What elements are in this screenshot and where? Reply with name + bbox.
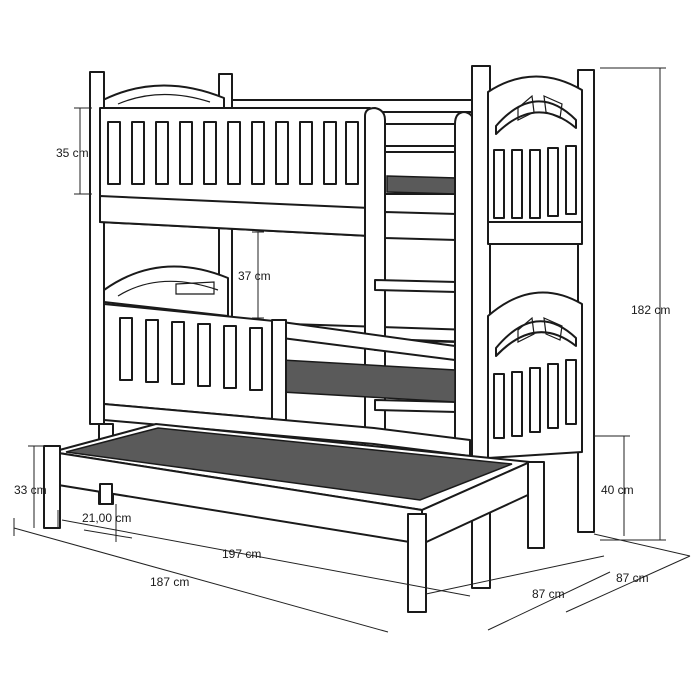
upper-slat bbox=[155, 121, 169, 185]
right-upper-slat bbox=[529, 149, 541, 219]
dim-bed-width: 87 cm bbox=[616, 571, 649, 585]
right-lower-slats bbox=[493, 359, 577, 439]
dim-upper-guard-height: 35 cm bbox=[56, 146, 89, 160]
ladder-top-board bbox=[384, 211, 458, 241]
trundle-leg-back-right bbox=[527, 461, 545, 549]
right-lower-slat bbox=[547, 363, 559, 429]
upper-slat bbox=[345, 121, 359, 185]
right-upper-slat bbox=[493, 149, 505, 219]
right-upper-bottom-rail bbox=[487, 221, 583, 245]
trundle-mattress bbox=[65, 427, 513, 501]
left-lower-headboard bbox=[103, 265, 229, 317]
upper-slat bbox=[227, 121, 241, 185]
lower-slat bbox=[197, 323, 211, 387]
upper-slat bbox=[275, 121, 289, 185]
upper-slat bbox=[251, 121, 265, 185]
upper-guard-slats bbox=[107, 121, 359, 185]
lower-guard-slats bbox=[119, 317, 263, 391]
right-upper-slat bbox=[565, 145, 577, 215]
left-upper-headboard bbox=[102, 84, 225, 111]
upper-slat bbox=[299, 121, 313, 185]
right-lower-arch-hole-right bbox=[543, 317, 563, 341]
right-lower-arch-hole-left bbox=[517, 316, 535, 343]
right-lower-slat bbox=[565, 359, 577, 425]
dim-bed-length: 187 cm bbox=[150, 575, 189, 589]
dimension-lines bbox=[13, 67, 691, 633]
upper-slat bbox=[179, 121, 193, 185]
trundle-leg-back-left bbox=[99, 483, 113, 505]
right-upper-arch-hole-right bbox=[543, 95, 563, 119]
ladder-rung bbox=[384, 145, 458, 153]
right-lower-slat bbox=[511, 371, 523, 437]
dim-trundle-width: 87 cm bbox=[532, 587, 565, 601]
left-lower-arch bbox=[117, 280, 219, 297]
lower-slat bbox=[223, 325, 237, 389]
dim-upper-bed-gap: 37 cm bbox=[238, 269, 271, 283]
upper-slat bbox=[203, 121, 217, 185]
trundle-leg-front-left bbox=[43, 445, 61, 529]
dim-lower-bed-height: 40 cm bbox=[601, 483, 634, 497]
upper-slat bbox=[323, 121, 337, 185]
dim-trundle-clearance: 21,00 cm bbox=[82, 511, 131, 525]
lower-slat bbox=[171, 321, 185, 385]
right-lower-slat bbox=[529, 367, 541, 433]
right-upper-slat bbox=[547, 147, 559, 217]
right-lower-slat bbox=[493, 373, 505, 439]
left-upper-arch-slot bbox=[117, 93, 211, 105]
trundle-leg-front-right bbox=[407, 513, 427, 613]
upper-slat bbox=[107, 121, 121, 185]
lower-guard-end-post bbox=[271, 319, 287, 421]
dim-total-height: 182 cm bbox=[631, 303, 670, 317]
left-lower-arch-hole bbox=[175, 281, 215, 295]
right-upper-slats bbox=[493, 145, 577, 219]
dim-trundle-length: 197 cm bbox=[222, 547, 261, 561]
lower-slat bbox=[119, 317, 133, 381]
lower-mattress bbox=[281, 359, 456, 403]
right-upper-arch-hole-left bbox=[517, 94, 535, 121]
dim-trundle-height: 33 cm bbox=[14, 483, 47, 497]
upper-mattress-right bbox=[386, 175, 458, 195]
right-upper-slat bbox=[511, 149, 523, 219]
ladder-rung bbox=[374, 279, 458, 293]
lower-slat bbox=[249, 327, 263, 391]
upper-slat bbox=[131, 121, 145, 185]
lower-slat bbox=[145, 319, 159, 383]
